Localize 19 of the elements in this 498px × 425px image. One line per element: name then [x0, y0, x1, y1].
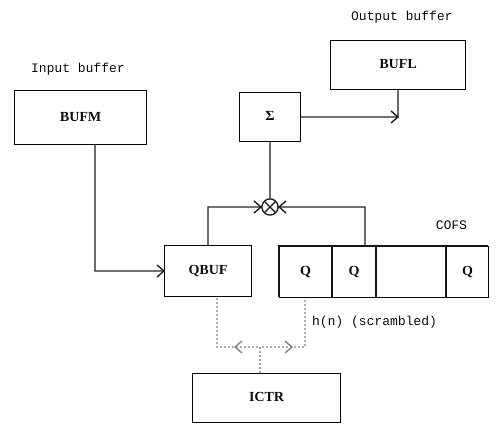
- process-box: [446, 246, 489, 298]
- buffer-caption: Input buffer: [31, 61, 125, 76]
- box-label: Q: [462, 264, 473, 280]
- box-label: QBUF: [188, 263, 228, 279]
- box-label: BUFM: [60, 110, 102, 126]
- process-box: [279, 246, 332, 298]
- box-label: Q: [300, 264, 311, 280]
- process-box: [239, 92, 301, 142]
- process-box: [164, 245, 252, 297]
- process-box: [332, 246, 376, 298]
- multiplier-circle: [261, 198, 279, 216]
- box-label: Q: [348, 264, 360, 280]
- edge-label: h(n) (scrambled): [312, 314, 437, 329]
- box-label: BUFL: [379, 57, 417, 73]
- buffer-caption: Output buffer: [351, 9, 452, 24]
- box-label: Σ: [265, 109, 275, 125]
- box-label: ICTR: [248, 390, 284, 406]
- process-box: [192, 373, 341, 423]
- group-heading: COFS: [436, 218, 467, 233]
